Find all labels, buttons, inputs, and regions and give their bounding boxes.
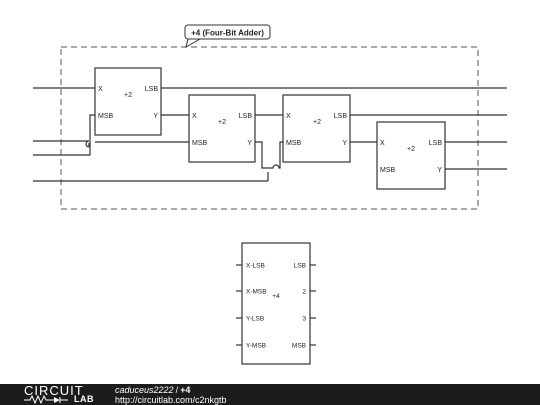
pin-x: X xyxy=(286,113,291,120)
logo-text-top: CIRCUIT xyxy=(24,383,84,398)
symbol-pin-y-lsb: Y-LSB xyxy=(246,316,264,323)
pin-y: Y xyxy=(342,140,347,147)
symbol-body xyxy=(241,242,311,365)
logo-text-bottom: LAB xyxy=(74,394,94,404)
credit-separator: / xyxy=(175,385,179,395)
symbol-pin-lsb: LSB xyxy=(294,263,306,270)
footer-bar: CIRCUIT LAB caduceus2222/+4 http://circu… xyxy=(0,383,540,405)
symbol-pin-x-lsb: X-LSB xyxy=(246,263,265,270)
pin-y: Y xyxy=(437,167,442,174)
subcircuit-symbol: X-LSB X-MSB Y-LSB Y-MSB LSB 2 3 MSB +4 xyxy=(236,242,316,365)
adder-block-2: X MSB LSB Y +2 xyxy=(188,94,256,163)
pin-msb: MSB xyxy=(380,167,396,174)
pin-msb: MSB xyxy=(192,140,208,147)
wire-b2-y xyxy=(255,141,283,169)
symbol-pin-msb: MSB xyxy=(292,343,306,350)
wire-in-2 xyxy=(33,140,90,148)
pin-x: X xyxy=(380,140,385,147)
pin-lsb: LSB xyxy=(429,140,443,147)
pin-lsb: LSB xyxy=(145,86,159,93)
block-2-label: +2 xyxy=(218,119,226,126)
symbol-pin-y-msb: Y-MSB xyxy=(246,343,266,350)
block-4-body xyxy=(376,121,446,190)
symbol-label: +4 xyxy=(272,293,280,300)
group-label: +4 (Four-Bit Adder) xyxy=(184,24,271,49)
adder-block-1: X MSB LSB Y +2 xyxy=(94,67,162,136)
block-4-label: +2 xyxy=(407,146,415,153)
pin-x: X xyxy=(98,86,103,93)
pin-y: Y xyxy=(247,140,252,147)
author-link[interactable]: caduceus2222 xyxy=(115,385,174,395)
adder-block-3: X MSB LSB Y +2 xyxy=(282,94,351,163)
symbol-pin-stubs xyxy=(236,264,316,346)
circuitlab-logo[interactable]: CIRCUIT LAB xyxy=(24,383,104,405)
waveform-icon xyxy=(24,395,68,404)
symbol-pin-3: 3 xyxy=(302,316,306,323)
symbol-pin-x-msb: X-MSB xyxy=(246,289,267,296)
circuit-title: +4 xyxy=(180,385,191,395)
pin-msb: MSB xyxy=(98,113,114,120)
symbol-pin-2: 2 xyxy=(302,289,306,296)
block-3-body xyxy=(282,94,351,163)
group-label-text: +4 (Four-Bit Adder) xyxy=(191,29,264,38)
wires xyxy=(33,87,507,182)
adder-block-4: X MSB LSB Y +2 xyxy=(376,121,446,190)
block-1-label: +2 xyxy=(124,92,132,99)
circuit-url-link[interactable]: http://circuitlab.com/c2nkgtb xyxy=(115,395,227,405)
block-1-body xyxy=(94,67,162,136)
block-2-body xyxy=(188,94,256,163)
pin-msb: MSB xyxy=(286,140,302,147)
pin-x: X xyxy=(192,113,197,120)
block-3-label: +2 xyxy=(313,119,321,126)
wire-b3-x-alt xyxy=(268,115,283,165)
circuit-diagram: +4 (Four-Bit Adder) X MSB LSB Y +2 xyxy=(33,24,507,365)
wire-msb-in xyxy=(33,114,95,156)
pin-y: Y xyxy=(153,113,158,120)
pin-lsb: LSB xyxy=(334,113,348,120)
credit-block: caduceus2222/+4 http://circuitlab.com/c2… xyxy=(115,385,227,405)
pin-lsb: LSB xyxy=(239,113,253,120)
